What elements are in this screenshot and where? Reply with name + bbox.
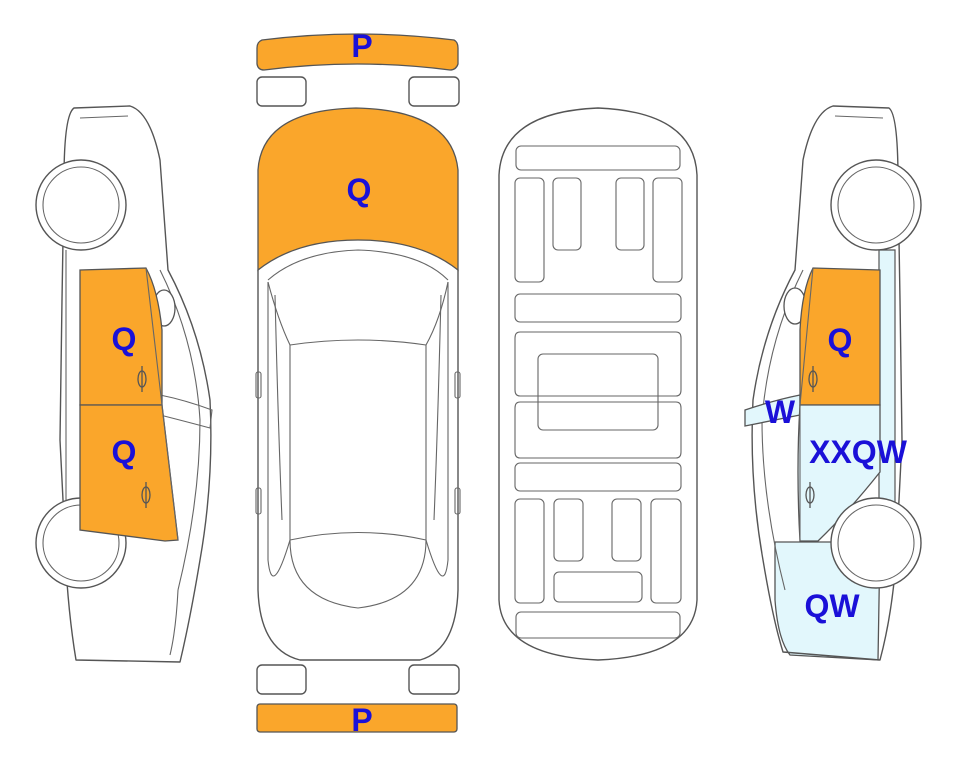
right-side-view: Q W XXQW QW — [744, 105, 922, 661]
right-mirror-area-label: W — [765, 394, 796, 430]
top-body-outline — [257, 269, 459, 661]
rear-bumper-label: P — [351, 702, 372, 738]
cabin-roof — [289, 345, 427, 541]
left-taillight — [256, 664, 307, 695]
left-front-door-handle — [137, 366, 147, 392]
right-rear-quarter-label: QW — [804, 588, 860, 624]
front-bumper-label: P — [351, 28, 372, 64]
right-rear-door — [797, 404, 881, 542]
right-front-door — [799, 267, 881, 406]
left-side-view: Q Q — [35, 105, 213, 663]
hood-label: Q — [347, 172, 372, 208]
left-rear-door — [79, 404, 179, 542]
left-rear-door-handle — [141, 482, 151, 508]
right-rear-door-label: XXQW — [809, 434, 908, 470]
windshield — [267, 281, 449, 346]
right-taillight — [408, 664, 460, 695]
left-front-wheel — [35, 159, 127, 251]
right-mirror-area — [744, 394, 801, 427]
left-rear-door-label: Q — [112, 434, 137, 470]
right-rear-wheel — [830, 497, 922, 589]
right-front-door-label: Q — [828, 322, 853, 358]
front-bumper — [256, 33, 459, 71]
right-front-wheel — [830, 159, 922, 251]
left-front-door-label: Q — [112, 321, 137, 357]
underbody-view — [498, 107, 698, 661]
underbody-outline — [498, 107, 698, 661]
top-view: P Q P — [255, 28, 461, 738]
right-front-door-handle — [808, 366, 818, 392]
rear-bumper — [256, 703, 458, 733]
rear-window — [289, 539, 427, 609]
right-headlight — [408, 76, 460, 107]
fuel-tank — [537, 353, 659, 431]
right-rear-pillar-strip — [878, 249, 896, 541]
hood — [257, 107, 459, 272]
left-headlight — [256, 76, 307, 107]
right-rear-door-handle — [805, 482, 815, 508]
